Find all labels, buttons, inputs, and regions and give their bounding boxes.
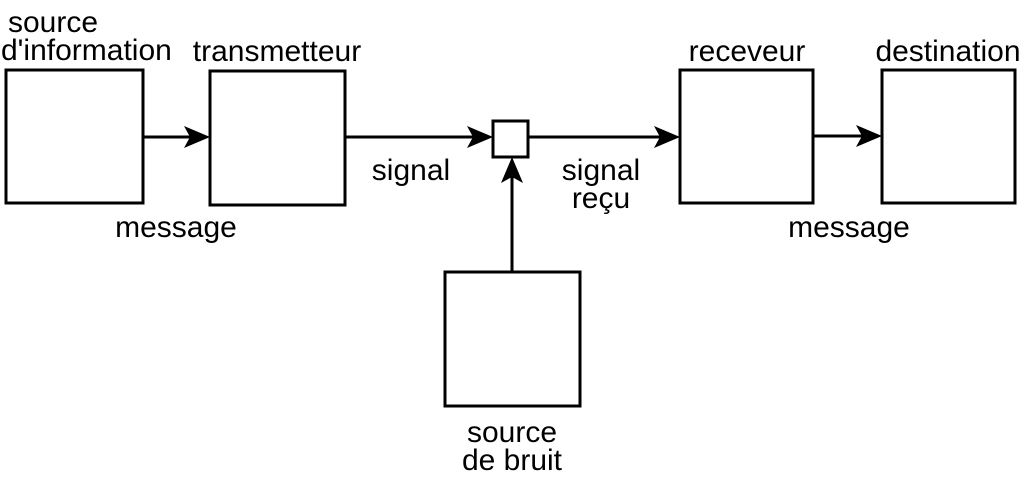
arrow-noise-to-junction bbox=[501, 157, 523, 272]
information-source-label-line1: source bbox=[8, 6, 98, 39]
signal-received-label-line2: reçu bbox=[572, 182, 630, 215]
arrow-transmitter-to-junction bbox=[345, 126, 493, 148]
receiver-label: receveur bbox=[689, 35, 806, 68]
arrowhead bbox=[856, 125, 882, 147]
arrow-source-to-transmitter bbox=[143, 126, 210, 148]
transmitter-box bbox=[208, 69, 347, 207]
information-source-box bbox=[4, 68, 145, 205]
signal-label: signal bbox=[372, 154, 450, 187]
message-right-label: message bbox=[788, 211, 910, 244]
noise-junction-box bbox=[491, 119, 530, 159]
information-source-label-line2: d'information bbox=[1, 34, 172, 67]
destination-label: destination bbox=[875, 35, 1020, 68]
arrow-junction-to-receiver bbox=[528, 126, 680, 148]
transmitter-label: transmetteur bbox=[193, 35, 361, 68]
arrow-receiver-to-destination bbox=[813, 125, 882, 147]
noise-source-box bbox=[443, 270, 582, 408]
destination-box bbox=[880, 68, 1017, 205]
arrowhead bbox=[501, 157, 523, 183]
arrowhead bbox=[184, 126, 210, 148]
noise-source-label-line2: de bruit bbox=[462, 444, 563, 477]
noise-source-label-line1: source bbox=[467, 416, 557, 449]
arrowhead bbox=[654, 126, 680, 148]
receiver-box bbox=[678, 68, 815, 205]
signal-received-label-line1: signal bbox=[562, 154, 640, 187]
arrowhead bbox=[467, 126, 493, 148]
message-left-label: message bbox=[115, 211, 237, 244]
